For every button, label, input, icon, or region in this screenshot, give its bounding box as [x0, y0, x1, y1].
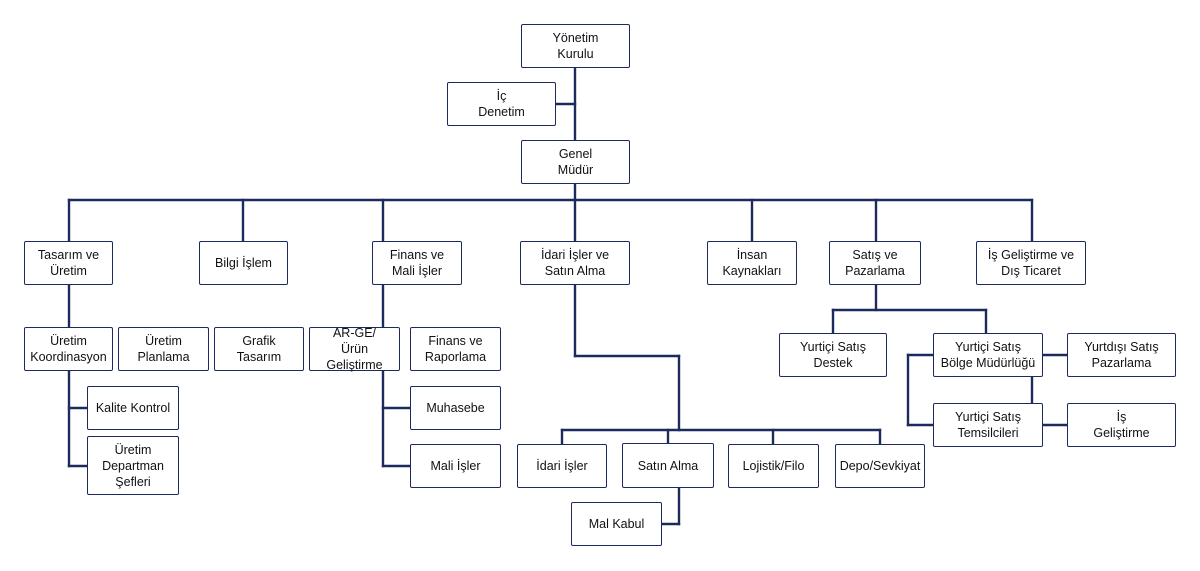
- node-yonetim-kurulu: Yönetim Kurulu: [521, 24, 630, 68]
- node-genel-mudur: Genel Müdür: [521, 140, 630, 184]
- node-satis-pazarlama: Satış ve Pazarlama: [829, 241, 921, 285]
- node-kalite-kontrol: Kalite Kontrol: [87, 386, 179, 430]
- node-muhasebe: Muhasebe: [410, 386, 501, 430]
- node-yurtici-temsilci: Yurtiçi Satış Temsilcileri: [933, 403, 1043, 447]
- node-idari-isler: İdari İşler: [517, 444, 607, 488]
- node-uretim-planlama: Üretim Planlama: [118, 327, 209, 371]
- node-finans-raporlama: Finans ve Raporlama: [410, 327, 501, 371]
- node-bilgi-islem: Bilgi İşlem: [199, 241, 288, 285]
- node-ic-denetim: İç Denetim: [447, 82, 556, 126]
- node-mali-isler: Mali İşler: [410, 444, 501, 488]
- node-is-gelistirme: İş Geliştirme: [1067, 403, 1176, 447]
- node-depo: Depo/Sevkiyat: [835, 444, 925, 488]
- node-mal-kabul: Mal Kabul: [571, 502, 662, 546]
- node-yurtdisi-pazarlama: Yurtdışı Satış Pazarlama: [1067, 333, 1176, 377]
- node-uretim-departman: Üretim Departman Şefleri: [87, 436, 179, 495]
- node-yurtici-destek: Yurtiçi Satış Destek: [779, 333, 887, 377]
- node-uretim-koordinasyon: Üretim Koordinasyon: [24, 327, 113, 371]
- node-lojistik: Lojistik/Filo: [728, 444, 819, 488]
- node-grafik-tasarim: Grafik Tasarım: [214, 327, 304, 371]
- node-insan-kaynaklari: İnsan Kaynakları: [707, 241, 797, 285]
- node-yurtici-bolge: Yurtiçi Satış Bölge Müdürlüğü: [933, 333, 1043, 377]
- node-idari-satin: İdari İşler ve Satın Alma: [520, 241, 630, 285]
- node-arge: AR-GE/ Ürün Geliştirme: [309, 326, 400, 372]
- node-is-gelistirme-dis-ticaret: İş Geliştirme ve Dış Ticaret: [976, 241, 1086, 285]
- node-tasarim-uretim: Tasarım ve Üretim: [24, 241, 113, 285]
- node-satin-alma: Satın Alma: [622, 443, 714, 488]
- node-finans-mali: Finans ve Mali İşler: [372, 241, 462, 285]
